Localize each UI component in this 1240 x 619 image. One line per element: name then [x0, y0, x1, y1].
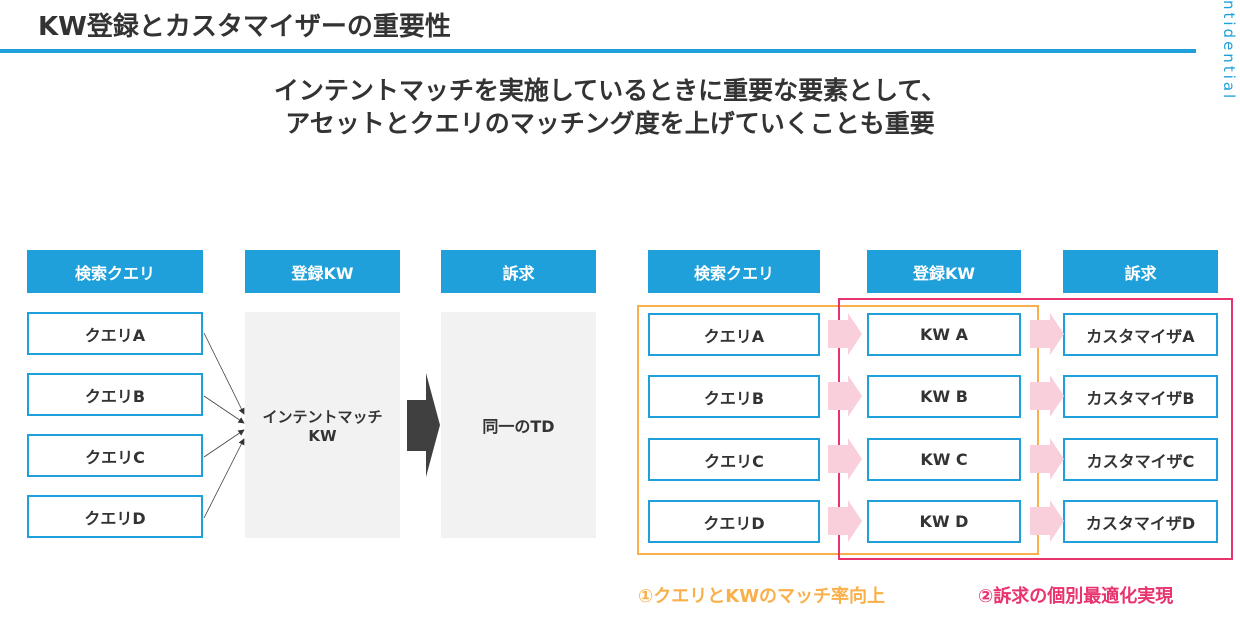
pink-arrow-icon — [1030, 500, 1064, 542]
right-appeal: カスタマイザC — [1063, 438, 1218, 481]
pink-arrow-icon — [1030, 375, 1064, 417]
pink-highlight-frame — [838, 298, 1233, 560]
right-header-query: 検索クエリ — [648, 250, 820, 293]
connector-arrows — [203, 332, 440, 519]
left-header-kw: 登録KW — [245, 250, 400, 293]
pink-arrow-icon — [828, 500, 862, 542]
right-query: クエリC — [648, 438, 820, 481]
right-appeal: カスタマイザB — [1063, 375, 1218, 418]
same-td-box: 同一のTD — [441, 312, 596, 538]
right-kw: KW B — [867, 375, 1021, 418]
kw-line-1: インテントマッチ — [262, 407, 383, 426]
left-query-b: クエリB — [27, 373, 203, 416]
right-appeal: カスタマイザD — [1063, 500, 1218, 543]
arrow-b — [203, 395, 245, 424]
pink-arrow-icon — [1030, 438, 1064, 480]
right-appeal: カスタマイザA — [1063, 313, 1218, 356]
subtitle-line-2: アセットとクエリのマッチング度を上げていくことも重要 — [285, 109, 935, 138]
pink-arrow-icon — [828, 438, 862, 480]
left-header-query: 検索クエリ — [27, 250, 203, 293]
left-query-d: クエリD — [27, 495, 203, 538]
pink-arrow-icon — [828, 313, 862, 355]
label-match-rate: ①クエリとKWのマッチ率向上 — [638, 586, 886, 607]
right-kw: KW D — [867, 500, 1021, 543]
pink-arrow-icon — [828, 375, 862, 417]
arrow-a — [203, 332, 245, 415]
arrow-c — [203, 429, 245, 458]
subtitle: インテントマッチを実施しているときに重要な要素として、アセットとクエリのマッチン… — [150, 74, 1070, 140]
right-header-kw: 登録KW — [867, 250, 1021, 293]
big-arrow-icon — [407, 373, 440, 477]
pink-arrow-icon — [1030, 313, 1064, 355]
right-kw: KW C — [867, 438, 1021, 481]
right-query: クエリD — [648, 500, 820, 543]
right-query: クエリB — [648, 375, 820, 418]
page-title: KW登録とカスタマイザーの重要性 — [38, 12, 451, 42]
left-header-appeal: 訴求 — [441, 250, 596, 293]
pink-arrows — [828, 313, 1064, 542]
right-header-appeal: 訴求 — [1063, 250, 1218, 293]
kw-line-2: KW — [308, 426, 337, 445]
title-divider — [0, 49, 1196, 53]
right-query: クエリA — [648, 313, 820, 356]
left-query-a: クエリA — [27, 312, 203, 355]
arrow-d — [203, 438, 245, 519]
subtitle-line-1: インテントマッチを実施しているときに重要な要素として、 — [273, 76, 947, 105]
right-kw: KW A — [867, 313, 1021, 356]
confidential-mark: ntidential — [1220, 0, 1238, 102]
left-query-c: クエリC — [27, 434, 203, 477]
label-appeal-optimization: ②訴求の個別最適化実現 — [978, 586, 1174, 607]
